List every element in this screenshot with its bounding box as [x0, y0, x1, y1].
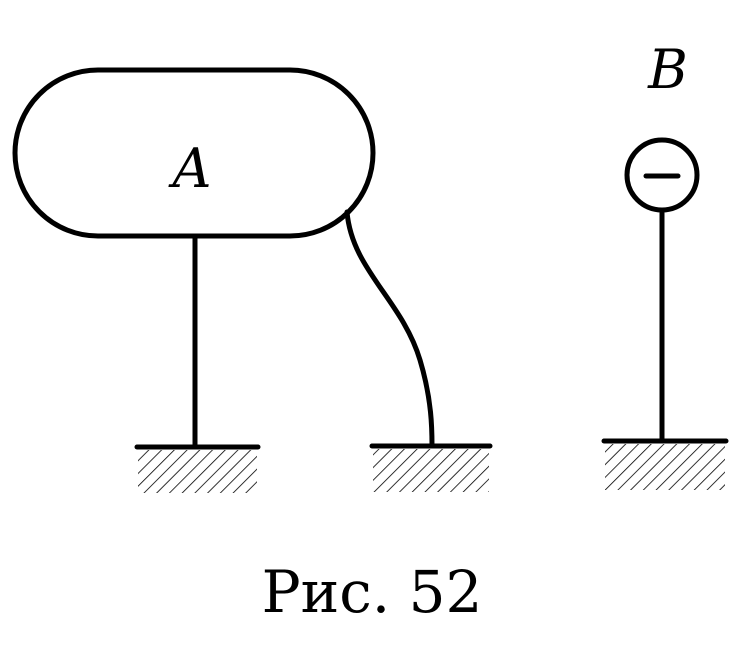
conductor-a-label: A: [168, 137, 212, 200]
ground-3: [601, 438, 729, 490]
grounding-wire: [344, 209, 435, 449]
ground-1: [134, 444, 261, 493]
ground-2: [369, 443, 493, 492]
ball-b-label: B: [647, 38, 688, 101]
figure-caption: Рис. 52: [262, 558, 483, 626]
